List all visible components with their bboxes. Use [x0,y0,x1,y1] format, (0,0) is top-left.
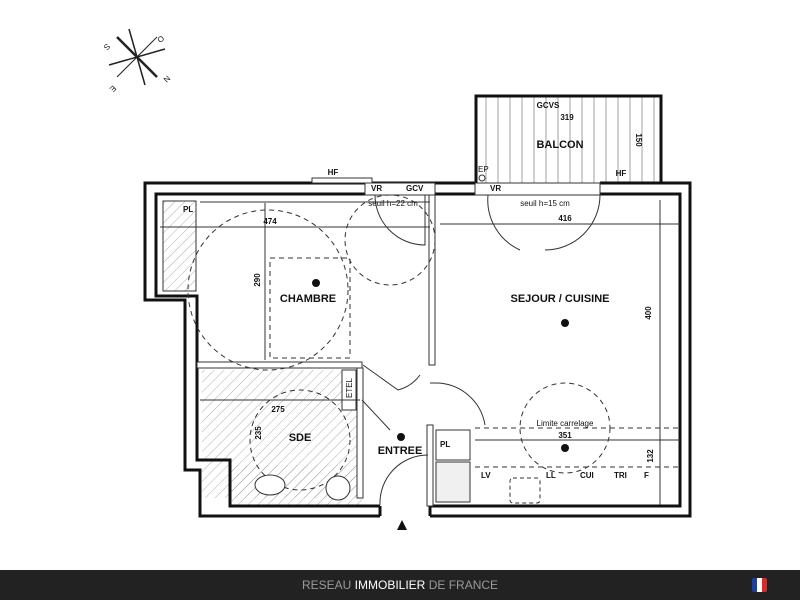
footer-bar: RESEAU IMMOBILIER DE FRANCE [0,570,800,600]
note-ep: EP [478,165,489,174]
footer-brand: RESEAU IMMOBILIER DE FRANCE [302,578,498,592]
note-hf-chambre: HF [328,168,339,177]
note-seuil-chambre: seuil h=22 cm [368,199,418,208]
brand-bold: IMMOBILIER [354,578,426,592]
note-etel: ETEL [345,377,354,398]
note-hf-balcon: HF [616,169,627,178]
dim-sde-width: 275 [271,405,285,414]
dim-sde-depth: 235 [254,426,263,440]
brand-post: DE FRANCE [428,578,499,592]
dim-sejour-depth: 400 [644,306,653,320]
room-label-sejour: SEJOUR / CUISINE [510,293,609,305]
french-flag-icon[interactable] [752,578,767,592]
entrance-arrow-icon [397,520,407,530]
room-label-balcon: BALCON [536,139,583,151]
dim-balcon-depth: 150 [634,133,643,147]
note-tri: TRI [614,471,627,480]
dim-balcon-width: 319 [560,113,574,122]
note-gcv: GCV [406,184,424,193]
dim-kitchen-depth: 132 [646,449,655,463]
floor-plan: S O N E [102,28,692,530]
note-gcvs: GCVS [537,101,560,110]
note-pl-entree: PL [440,440,450,449]
room-label-entree: ENTREE [378,445,423,457]
note-vr-chambre: VR [371,184,382,193]
note-vr-sejour: VR [490,184,501,193]
room-label-chambre: CHAMBRE [280,293,336,305]
note-pl-chambre: PL [183,205,193,214]
note-cui: CUI [580,471,594,480]
compass-letter-n: N [161,74,172,85]
note-limite-carrelage: Limite carrelage [537,419,594,428]
compass-letter-o: O [155,34,166,45]
dim-chambre-width: 474 [263,217,277,226]
compass-rose-icon: S O N E [102,28,172,94]
dim-sejour-width: 416 [558,214,572,223]
balcon-area [474,94,663,184]
outer-walls [143,177,692,518]
compass-letter-s: S [102,42,112,52]
room-label-sde: SDE [289,432,312,444]
interior-walls [196,194,436,507]
dim-kitchen-width: 351 [558,431,572,440]
note-f: F [644,471,649,480]
ceiling-light-icon [312,279,569,452]
note-lv: LV [481,471,491,480]
note-ll: LL [546,471,556,480]
compass-letter-e: E [108,84,118,94]
note-seuil-sejour: seuil h=15 cm [520,199,570,208]
dim-chambre-depth: 290 [253,273,262,287]
brand-pre: RESEAU [301,578,352,592]
